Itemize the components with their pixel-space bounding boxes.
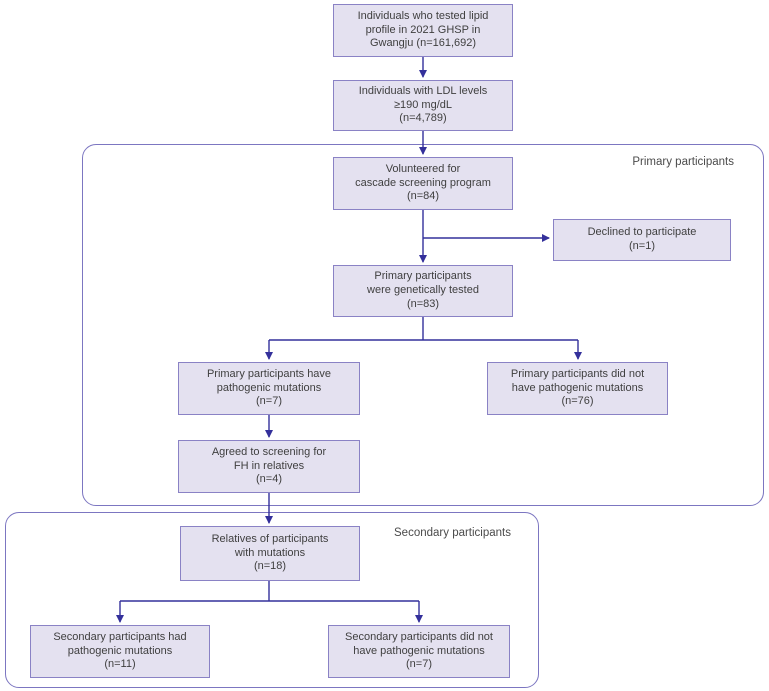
node-text-line: (n=1) [629, 240, 655, 252]
node-text-line: ≥190 mg/dL [393, 98, 453, 111]
node-text-line: (n=4) [256, 473, 282, 486]
node-text-line: (n=11) [104, 658, 136, 671]
node-agreed-screening: Agreed to screening for FH in relatives … [178, 440, 360, 493]
node-text-line: Gwangju (n=161,692) [369, 37, 477, 50]
node-text-line: Volunteered for [385, 162, 461, 175]
node-text-line: (n=76) [561, 395, 594, 408]
node-text-line: Individuals who tested lipid [357, 9, 489, 22]
node-primary-mutations: Primary participants have pathogenic mut… [178, 362, 360, 415]
node-text-line: (n=4,789) [399, 112, 447, 125]
node-text-line: Declined to participate [587, 226, 697, 239]
node-text-line: Primary participants did not [510, 367, 645, 380]
node-primary-no-mutations: Primary participants did not have pathog… [487, 362, 668, 415]
secondary-participants-container: Secondary participants [5, 512, 539, 688]
node-text-line: have pathogenic mutations [511, 381, 644, 394]
node-text-line: pathogenic mutations [216, 381, 322, 394]
node-text-line: with mutations [234, 546, 306, 559]
node-text-line: Individuals with LDL levels [358, 84, 488, 97]
node-secondary-no-mutations: Secondary participants did not have path… [328, 625, 510, 678]
node-ldl-levels: Individuals with LDL levels ≥190 mg/dL (… [333, 80, 513, 131]
primary-participants-label: Primary participants [632, 156, 734, 168]
node-text-line: (n=7) [406, 658, 432, 671]
node-text-line: Relatives of participants [211, 532, 329, 545]
node-text-line: Agreed to screening for [211, 445, 327, 458]
node-text-line: were genetically tested [367, 284, 479, 297]
node-text-line: (n=7) [256, 395, 282, 408]
node-text-line: pathogenic mutations [67, 644, 173, 657]
node-text-line: FH in relatives [233, 459, 305, 472]
node-volunteered: Volunteered for cascade screening progra… [333, 157, 513, 210]
node-relatives: Relatives of participants with mutations… [180, 526, 360, 581]
node-text-line: cascade screening program [355, 176, 491, 189]
node-text-line: (n=84) [406, 190, 440, 203]
node-text-line: Primary participants have [206, 367, 332, 380]
node-secondary-mutations: Secondary participants had pathogenic mu… [30, 625, 210, 678]
node-genetically-tested: Primary participants were genetically te… [333, 265, 513, 317]
node-text-line: Primary participants [374, 270, 472, 283]
node-text-line: have pathogenic mutations [353, 644, 485, 657]
node-text-line: profile in 2021 GHSP in [365, 23, 481, 36]
node-text-line: (n=83) [406, 297, 440, 310]
node-declined: Declined to participate (n=1) [553, 219, 731, 261]
node-text-line: (n=18) [253, 560, 287, 573]
node-text-line: Secondary participants did not [345, 630, 493, 643]
secondary-participants-label: Secondary participants [394, 527, 511, 539]
node-text-line: Secondary participants had [53, 630, 187, 643]
node-lipid-tested: Individuals who tested lipid profile in … [333, 4, 513, 57]
